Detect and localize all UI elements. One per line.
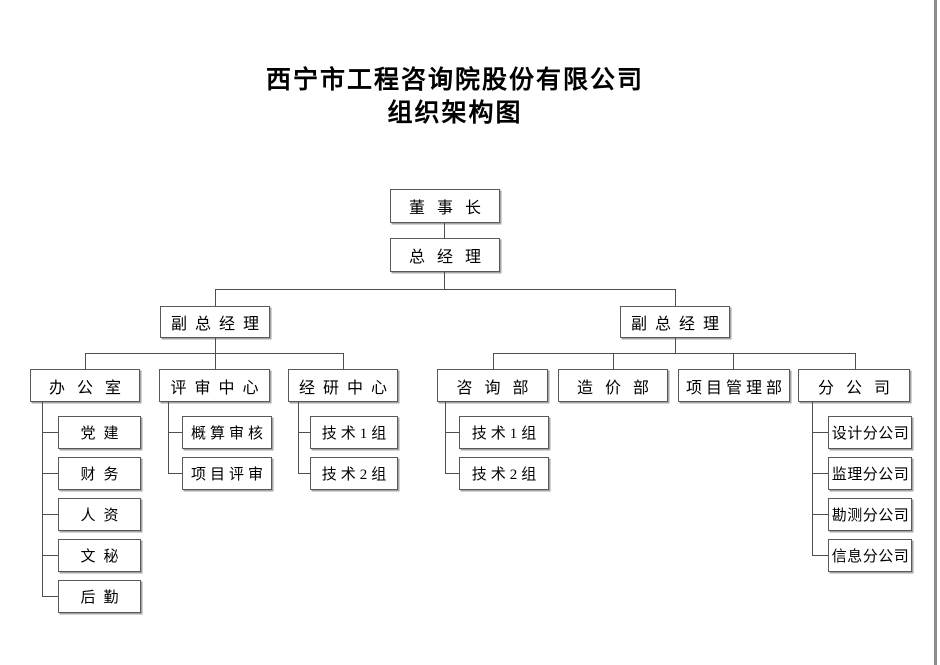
connector-line	[42, 514, 58, 515]
node-general-manager: 总经理	[390, 238, 500, 272]
connector-line	[168, 402, 169, 474]
connector-line	[215, 289, 216, 306]
connector-line	[855, 353, 856, 369]
connector-line	[298, 473, 310, 474]
connector-line	[42, 432, 58, 433]
node-secretary: 文秘	[58, 539, 141, 572]
node-information-branch: 信息分公司	[828, 539, 912, 572]
node-logistics: 后勤	[58, 580, 141, 613]
node-cost-dept: 造价部	[558, 369, 668, 402]
connector-line	[215, 338, 216, 353]
node-research-tech-group-1: 技术1组	[310, 416, 398, 449]
connector-line	[493, 353, 494, 369]
connector-line	[733, 353, 734, 369]
node-deputy-gm-right: 副总经理	[620, 306, 730, 338]
connector-line	[343, 353, 344, 369]
node-party-building: 党建	[58, 416, 141, 449]
connector-line	[445, 473, 459, 474]
node-branch-companies: 分公司	[798, 369, 910, 402]
connector-line	[812, 514, 828, 515]
company-name: 西宁市工程咨询院股份有限公司	[265, 67, 644, 94]
node-project-mgmt-dept: 项目管理部	[678, 369, 790, 402]
node-research-center: 经研中心	[288, 369, 398, 402]
node-consulting-tech-group-2: 技术2组	[459, 457, 549, 490]
node-design-branch: 设计分公司	[828, 416, 912, 449]
node-survey-branch: 勘测分公司	[828, 498, 912, 531]
node-review-center: 评审中心	[159, 369, 270, 402]
connector-line	[215, 353, 216, 369]
connector-line	[215, 289, 676, 290]
chart-subtitle: 组织架构图	[387, 100, 523, 127]
page-edge-line	[934, 0, 937, 665]
connector-line	[493, 353, 856, 354]
connector-line	[85, 353, 86, 369]
node-consulting-dept: 咨询部	[437, 369, 548, 402]
node-research-tech-group-2: 技术2组	[310, 457, 398, 490]
connector-line	[812, 473, 828, 474]
connector-line	[444, 272, 445, 289]
node-budget-review: 概算审核	[182, 416, 272, 449]
connector-line	[42, 402, 43, 597]
connector-line	[445, 402, 446, 474]
node-finance: 财务	[58, 457, 141, 490]
node-human-resources: 人资	[58, 498, 141, 531]
node-deputy-gm-left: 副总经理	[160, 306, 270, 338]
connector-line	[42, 473, 58, 474]
node-office: 办公室	[30, 369, 140, 402]
node-project-review: 项目评审	[182, 457, 272, 490]
connector-line	[613, 353, 614, 369]
connector-line	[445, 432, 459, 433]
connector-line	[168, 473, 182, 474]
connector-line	[42, 555, 58, 556]
node-supervision-branch: 监理分公司	[828, 457, 912, 490]
connector-line	[812, 555, 828, 556]
connector-line	[42, 596, 58, 597]
node-chairman: 董事长	[390, 189, 500, 223]
connector-line	[812, 402, 813, 556]
connector-line	[812, 432, 828, 433]
connector-line	[85, 353, 344, 354]
connector-line	[675, 338, 676, 353]
node-consulting-tech-group-1: 技术1组	[459, 416, 549, 449]
connector-line	[298, 432, 310, 433]
connector-line	[168, 432, 182, 433]
connector-line	[298, 402, 299, 474]
connector-line	[675, 289, 676, 306]
connector-line	[444, 223, 445, 238]
page-title: 西宁市工程咨询院股份有限公司 组织架构图	[0, 64, 910, 130]
